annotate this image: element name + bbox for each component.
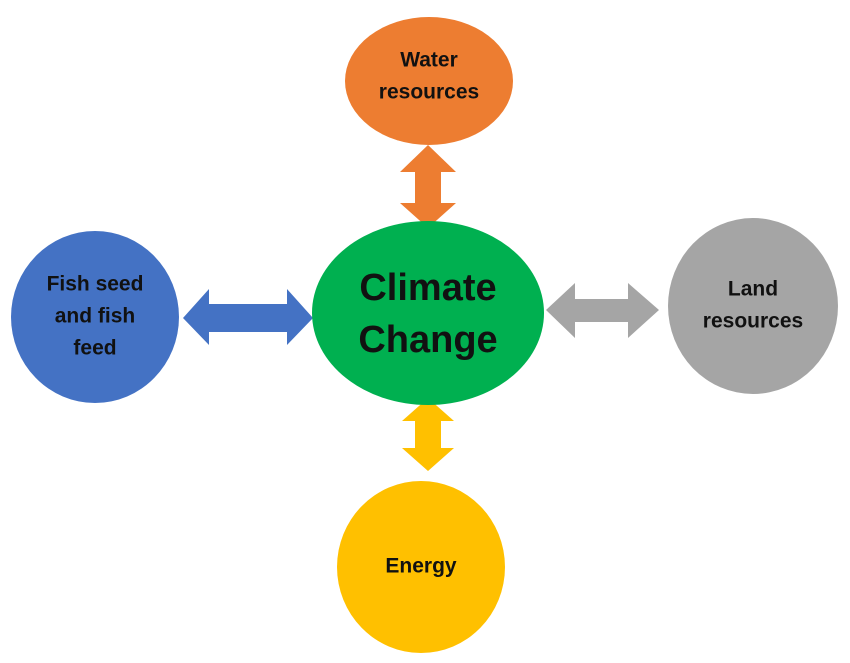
arrow-water-center — [400, 145, 456, 228]
climate-change-label-line1: Climate — [359, 267, 496, 309]
water-resources-label-line2: resources — [379, 81, 479, 104]
arrow-fish-center — [183, 289, 313, 345]
energy-node — [337, 481, 505, 653]
arrow-center-land — [546, 283, 659, 338]
land-resources-label-line2: resources — [703, 310, 803, 333]
fish-seed-label-line1: Fish seed — [47, 273, 144, 296]
water-resources-label-line1: Water — [400, 49, 458, 72]
fish-seed-label-line2: and fish — [55, 305, 136, 328]
fish-seed-label-line3: feed — [73, 337, 116, 360]
land-resources-label-line1: Land — [728, 278, 778, 301]
fish-seed-node — [11, 231, 179, 403]
water-resources-node — [345, 17, 513, 145]
land-resources-node — [668, 218, 838, 394]
arrow-center-energy — [402, 398, 454, 471]
energy-label: Energy — [385, 555, 457, 578]
climate-change-label-line2: Change — [358, 319, 497, 361]
climate-change-node — [312, 221, 544, 405]
